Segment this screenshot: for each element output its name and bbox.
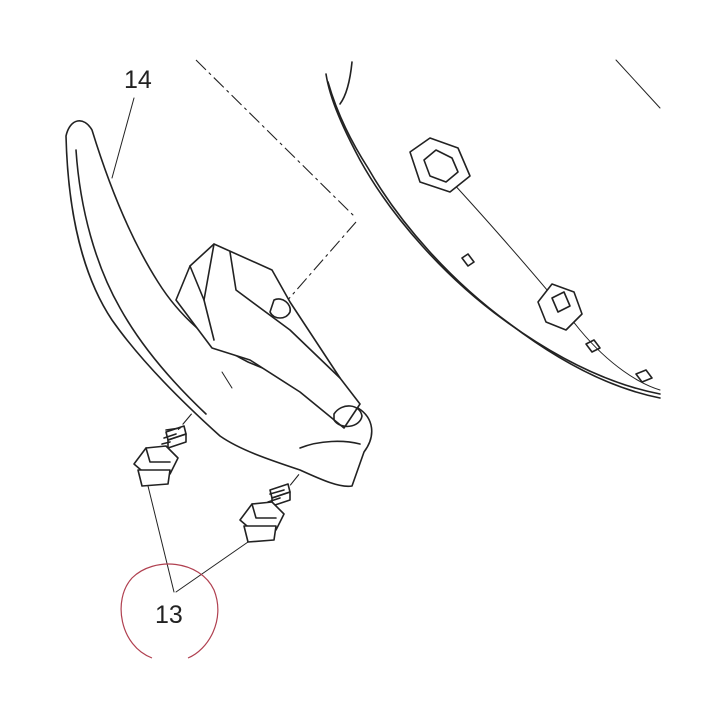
screw-icon [239, 483, 291, 543]
callout-label-13: 13 [155, 601, 183, 629]
screw-icon [133, 425, 187, 487]
housing-body [325, 59, 661, 399]
cover-part-14 [65, 120, 373, 488]
circle-highlight-icon [120, 563, 219, 659]
leader-lines [111, 97, 249, 593]
callout-label-14: 14 [124, 66, 152, 94]
